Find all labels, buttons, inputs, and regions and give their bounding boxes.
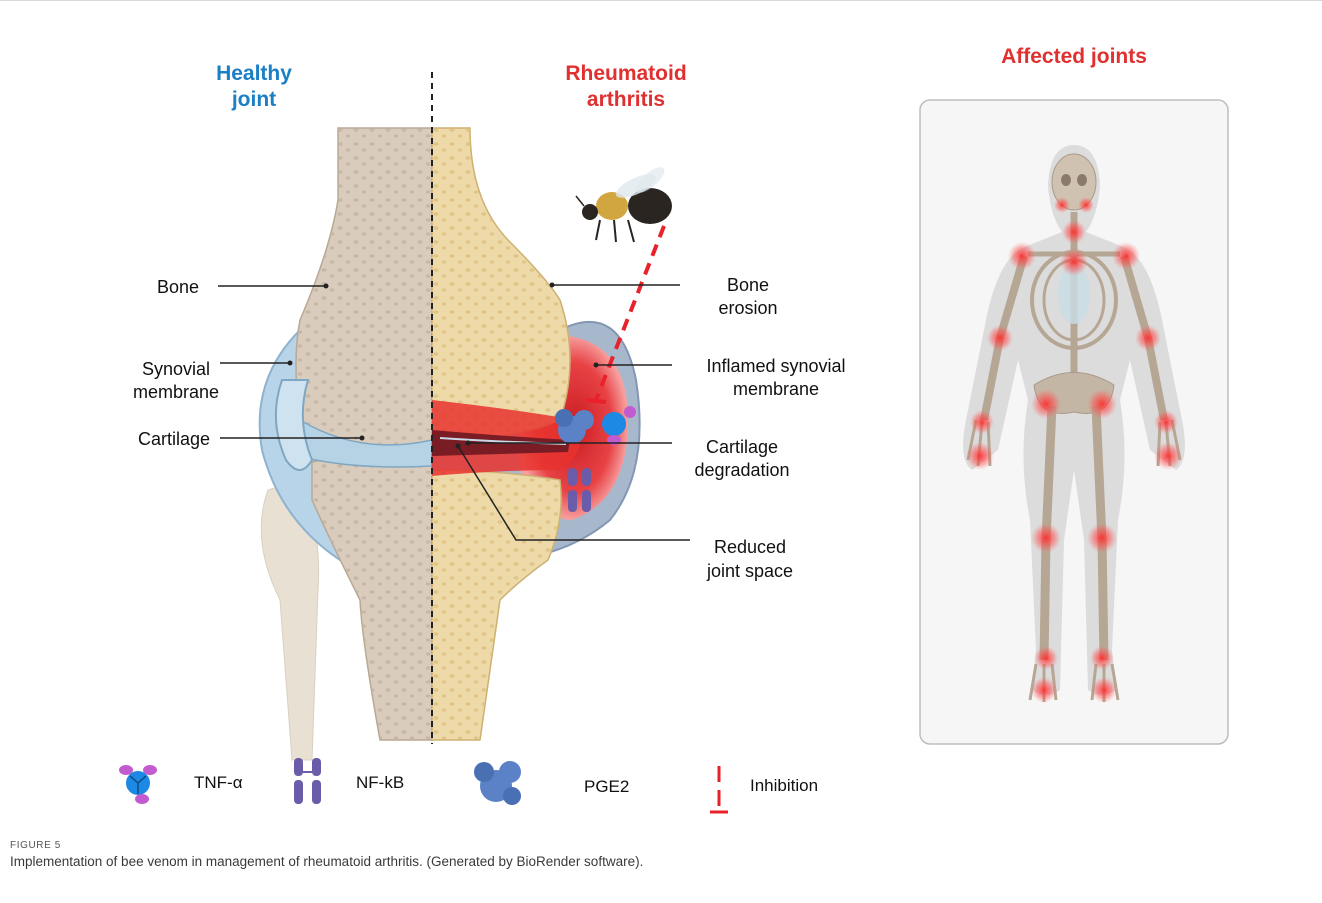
- figure-caption: FIGURE 5 Implementation of bee venom in …: [10, 840, 1310, 869]
- legend-pge2-icon: [474, 761, 521, 805]
- label-bone-erosion-2: erosion: [718, 298, 777, 318]
- legend-inhibition-label: Inhibition: [750, 776, 818, 795]
- legend-nfkb-label: NF-kB: [356, 773, 404, 792]
- legend-nfkb-icon: [294, 758, 321, 804]
- legend-tnf-icon: [119, 765, 157, 804]
- label-cart-degradation-2: degradation: [694, 460, 789, 480]
- label-synovial-1: Synovial: [142, 359, 210, 379]
- affected-joints-title: Affected joints: [1001, 45, 1147, 68]
- legend-tnf-label: TNF-α: [194, 773, 243, 792]
- ra-title-line2: arthritis: [587, 88, 665, 111]
- label-bone: Bone: [157, 277, 199, 297]
- label-inflamed-1: Inflamed synovial: [706, 356, 845, 376]
- ra-title-line1: Rheumatoid: [565, 62, 686, 85]
- label-bone-erosion-1: Bone: [727, 275, 769, 295]
- healthy-title-line2: joint: [231, 88, 276, 111]
- label-cart-degradation-1: Cartilage: [706, 437, 778, 457]
- knee-joint-illustration: [260, 128, 640, 760]
- label-reduced-2: joint space: [706, 561, 793, 581]
- label-cartilage: Cartilage: [138, 429, 210, 449]
- label-reduced-1: Reduced: [714, 537, 786, 557]
- label-synovial-2: membrane: [133, 382, 219, 402]
- caption-heading: FIGURE 5: [10, 840, 1310, 851]
- label-inflamed-2: membrane: [733, 379, 819, 399]
- figure-illustration: Healthy joint Rheumatoid arthritis Affec…: [0, 0, 1322, 835]
- bee-illustration: [576, 163, 672, 242]
- healthy-title-line1: Healthy: [216, 62, 292, 85]
- caption-text: Implementation of bee venom in managemen…: [10, 854, 1310, 869]
- legend-pge2-label: PGE2: [584, 777, 629, 796]
- legend-inhibition-icon: [710, 766, 728, 812]
